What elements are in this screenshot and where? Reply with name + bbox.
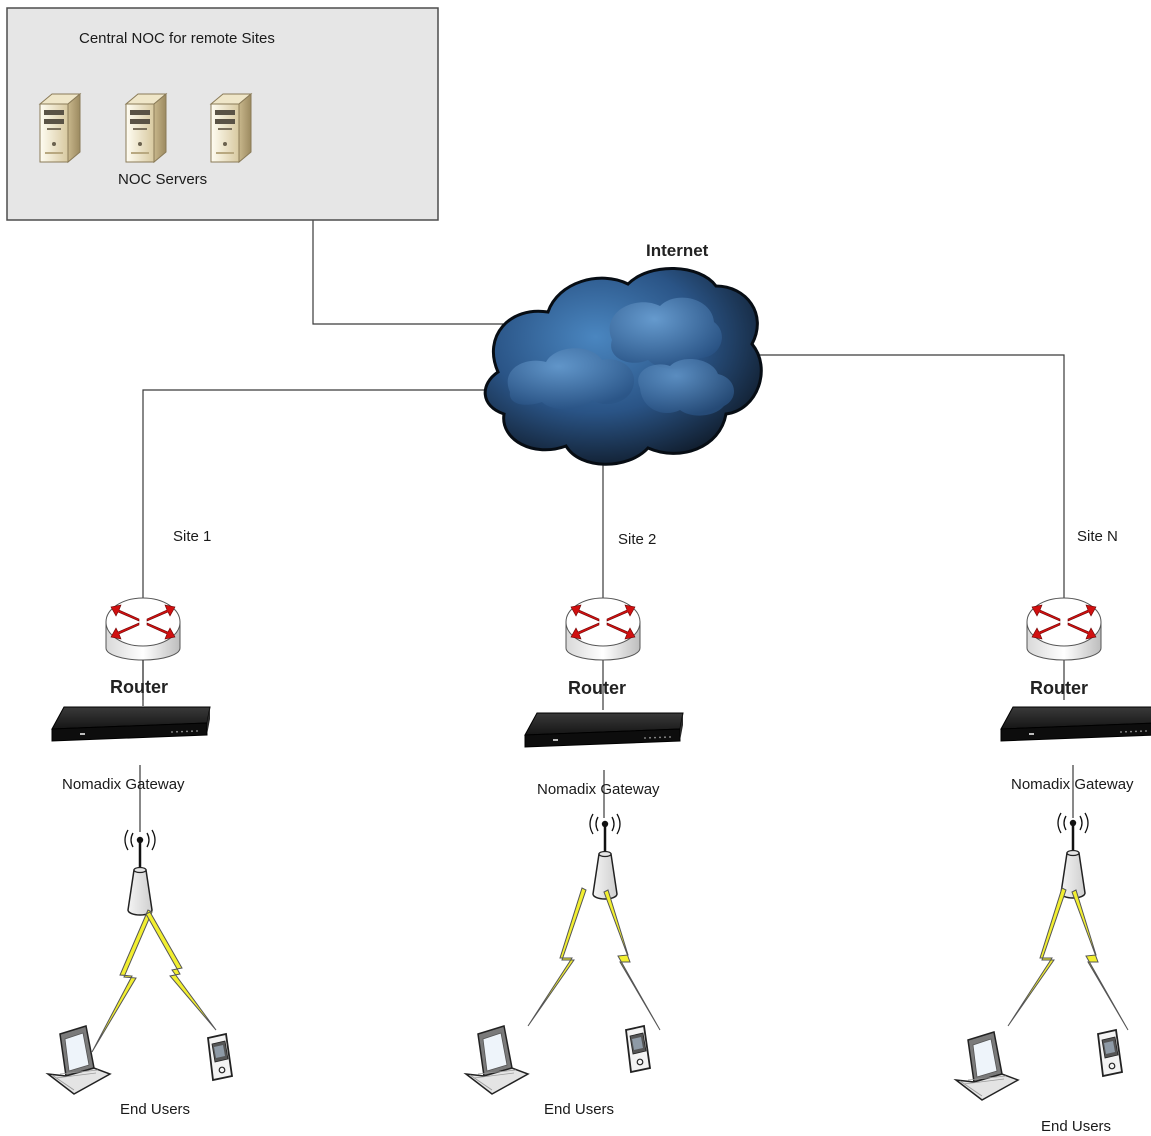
site-1-users-label: End Users [120,1101,191,1118]
site-n [955,597,1151,1101]
site-1-router-label: Router [110,677,168,697]
site-2-laptop-icon [465,1025,529,1095]
site-2 [465,597,684,1095]
noc-server-3-icon [210,93,252,163]
site-n-router-label: Router [1030,678,1088,698]
site-n-access-point-icon [1056,811,1090,900]
site-n-uplink [750,354,1065,700]
site-1-access-point-icon [123,828,157,917]
noc-to-internet-link [312,220,520,325]
site-2-router-icon [565,597,641,661]
site-2-name: Site 2 [618,531,657,548]
site-n-pda-icon [1097,1029,1123,1077]
site-n-gateway-label: Nomadix Gateway [1011,776,1134,793]
noc-servers-label: NOC Servers [118,171,208,188]
site-n-users-label: End Users [1041,1118,1112,1135]
site-1-router-icon [105,597,181,661]
site-2-users-label: End Users [544,1101,615,1118]
site-2-gateway-icon [524,712,684,748]
site-2-wireless-link-laptop-icon [527,887,587,1027]
site-1 [47,597,233,1095]
site-n-router-icon [1026,597,1102,661]
site-2-wireless-link-pda-icon [603,889,661,1031]
site-1-pda-icon [207,1033,233,1081]
site-n-laptop-icon [955,1031,1019,1101]
site-n-wireless-link-laptop-icon [1007,887,1067,1027]
site-2-router-label: Router [568,678,626,698]
noc-title: Central NOC for remote Sites [79,30,275,47]
site-1-uplink [142,389,500,700]
site-2-pda-icon [625,1025,651,1073]
site-1-wireless-link-pda-icon [145,911,217,1031]
noc-server-1-icon [39,93,81,163]
site-2-gateway-label: Nomadix Gateway [537,781,660,798]
site-n-gateway-icon [1000,706,1151,742]
central-noc [6,7,439,221]
site-2-access-point-icon [588,812,622,901]
site-n-name: Site N [1077,528,1118,545]
site-n-wireless-link-pda-icon [1071,889,1129,1031]
site-1-wireless-link-laptop-icon [91,909,153,1053]
site-1-gateway-label: Nomadix Gateway [62,776,185,793]
site-1-gateway-icon [51,706,211,742]
internet-label: Internet [646,241,709,260]
noc-server-2-icon [125,93,167,163]
site-1-name: Site 1 [173,528,212,545]
connection-lines [139,220,1074,832]
internet-cloud-icon [483,267,763,466]
